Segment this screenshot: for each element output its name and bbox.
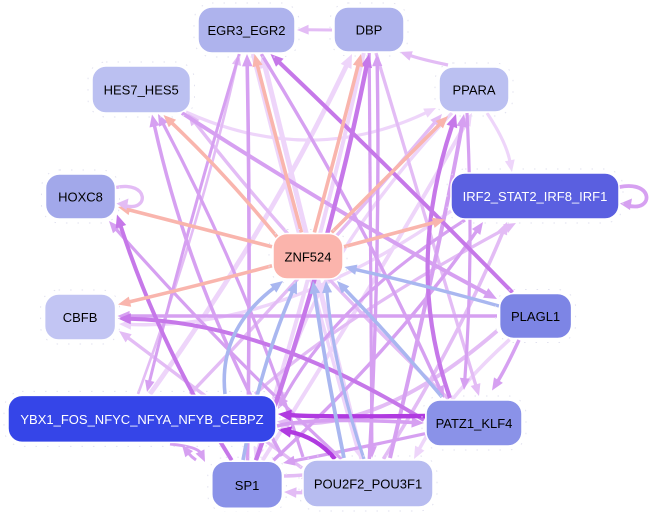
svg-text:IRF2_STAT2_IRF8_IRF1: IRF2_STAT2_IRF8_IRF1 [463, 189, 608, 204]
svg-text:CBFB: CBFB [63, 310, 98, 325]
svg-text:ZNF524: ZNF524 [285, 249, 332, 264]
svg-text:SP1: SP1 [235, 478, 260, 493]
svg-text:HES7_HES5: HES7_HES5 [104, 83, 179, 98]
svg-text:POU2F2_POU3F1: POU2F2_POU3F1 [314, 477, 422, 492]
svg-text:PLAGL1: PLAGL1 [511, 309, 560, 324]
svg-text:HOXC8: HOXC8 [58, 190, 103, 205]
svg-text:EGR3_EGR2: EGR3_EGR2 [207, 23, 285, 38]
svg-text:YBX1_FOS_NFYC_NFYA_NFYB_CEBPZ: YBX1_FOS_NFYC_NFYA_NFYB_CEBPZ [20, 412, 263, 427]
svg-text:PPARA: PPARA [452, 83, 495, 98]
svg-text:DBP: DBP [356, 23, 383, 38]
svg-text:PATZ1_KLF4: PATZ1_KLF4 [436, 416, 513, 431]
